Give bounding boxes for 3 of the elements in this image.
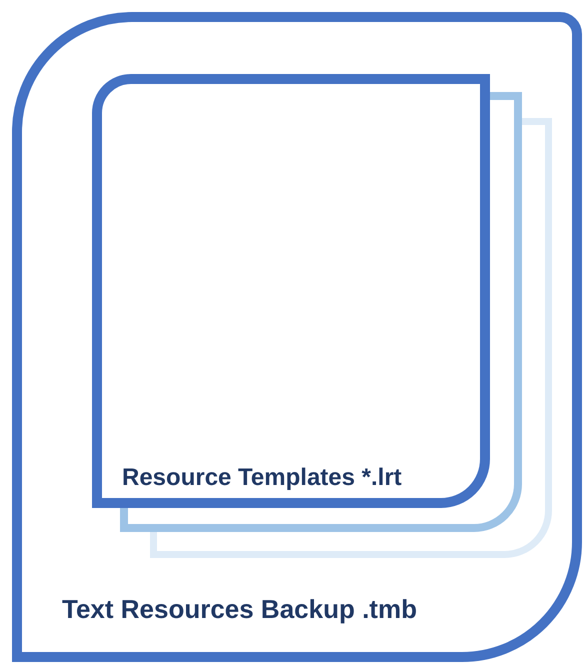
file-type-label: Text Resources Backup .tmb — [62, 594, 417, 625]
outer-container-shape — [12, 12, 582, 662]
file-type-label: Resource Templates *.lrt — [122, 464, 402, 492]
